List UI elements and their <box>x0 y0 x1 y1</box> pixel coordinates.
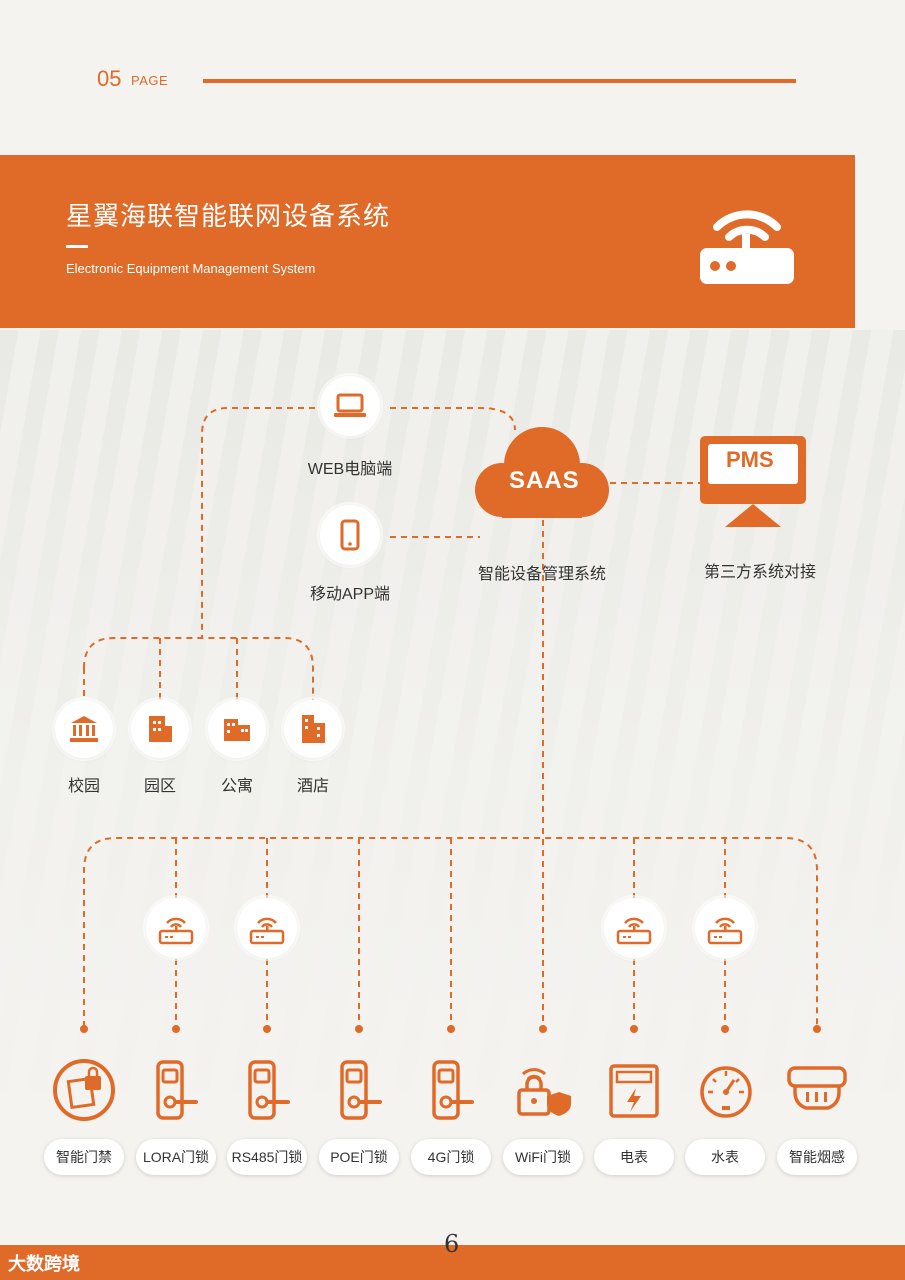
banner-subtitle: Electronic Equipment Management System <box>66 261 316 276</box>
router-icon <box>697 192 797 291</box>
hotel-icon <box>302 715 325 743</box>
device-label: 智能烟感 <box>777 1139 857 1175</box>
gateway-node <box>604 898 664 958</box>
monitor-icon <box>700 436 806 533</box>
router-icon <box>249 917 285 945</box>
cloud-icon <box>472 425 612 530</box>
venue-node-park <box>131 700 189 758</box>
venue-label: 公寓 <box>220 778 254 795</box>
venue-label: 酒店 <box>296 778 330 795</box>
device-label: WiFi门锁 <box>503 1139 583 1175</box>
router-icon <box>158 917 194 945</box>
electric-meter-icon <box>608 1058 660 1127</box>
device-label: 智能门禁 <box>44 1139 124 1175</box>
smartphone-icon <box>340 519 360 551</box>
laptop-icon <box>334 393 366 417</box>
saas-label: SAAS <box>509 467 580 494</box>
saas-caption: 智能设备管理系统 <box>477 566 607 583</box>
pms-caption: 第三方系统对接 <box>703 564 817 581</box>
door-lock-icon <box>426 1058 478 1127</box>
page-number: 05 <box>97 66 122 91</box>
pms-label: PMS <box>726 447 774 472</box>
footer-bar <box>0 1245 905 1280</box>
footer-page-number: 6 <box>444 1230 460 1258</box>
door-lock-icon <box>334 1058 386 1127</box>
venue-label: 校园 <box>67 778 101 795</box>
app-client-node <box>320 505 380 565</box>
venue-node-apartment <box>208 700 266 758</box>
banner-title: 星翼海联智能联网设备系统 <box>66 201 391 231</box>
device-label: 电表 <box>594 1139 674 1175</box>
device-label: LORA门锁 <box>136 1139 216 1175</box>
gateway-node <box>237 898 297 958</box>
door-lock-icon <box>242 1058 294 1127</box>
access-control-icon <box>52 1058 116 1127</box>
watermark: 大数跨境 <box>8 1254 80 1274</box>
venue-node-hotel <box>284 700 342 758</box>
banner-divider <box>66 245 88 248</box>
router-icon <box>707 917 743 945</box>
router-icon <box>616 917 652 945</box>
device-label: POE门锁 <box>319 1139 399 1175</box>
header-rule <box>203 79 796 83</box>
bank-icon <box>70 716 98 742</box>
web-client-node <box>320 376 380 436</box>
smoke-detector-icon <box>786 1058 848 1127</box>
web-client-label: WEB电脑端 <box>307 461 393 478</box>
venue-label: 园区 <box>143 778 177 795</box>
door-lock-icon <box>150 1058 202 1127</box>
venue-node-campus <box>55 700 113 758</box>
gateway-node <box>146 898 206 958</box>
page-word: PAGE <box>131 73 169 88</box>
title-banner <box>0 155 855 328</box>
wifi-lock-icon <box>513 1058 575 1127</box>
app-client-label: 移动APP端 <box>309 586 391 603</box>
office-building-icon <box>149 716 172 742</box>
gateway-node <box>695 898 755 958</box>
device-label: RS485门锁 <box>227 1139 307 1175</box>
device-label: 4G门锁 <box>411 1139 491 1175</box>
water-meter-icon <box>698 1058 754 1127</box>
device-label: 水表 <box>685 1139 765 1175</box>
apartment-icon <box>224 719 250 741</box>
